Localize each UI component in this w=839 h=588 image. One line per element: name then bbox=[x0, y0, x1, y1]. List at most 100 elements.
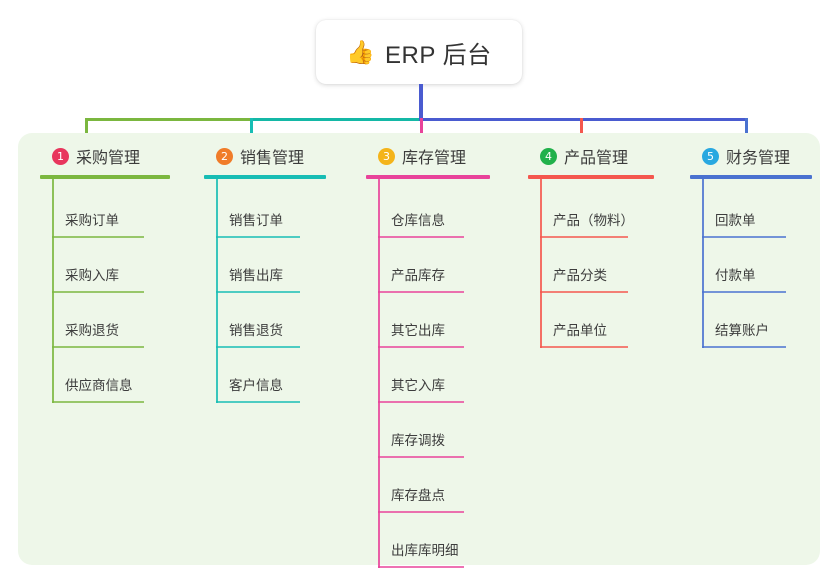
leaf-item[interactable]: 采购订单 bbox=[32, 183, 192, 238]
branch-badge-1: 1 bbox=[52, 147, 69, 165]
leaf-item[interactable]: 产品分类 bbox=[520, 238, 676, 293]
branch-items-1: 采购订单采购入库采购退货供应商信息 bbox=[32, 179, 192, 403]
leaf-item-label: 其它出库 bbox=[391, 323, 445, 338]
leaf-item[interactable]: 客户信息 bbox=[196, 348, 348, 403]
leaf-item-label: 库存盘点 bbox=[391, 488, 445, 503]
leaf-item-label: 产品库存 bbox=[391, 268, 445, 283]
leaf-item-rule bbox=[52, 401, 144, 403]
leaf-item-label: 结算账户 bbox=[715, 323, 769, 338]
branch-badge-4: 4 bbox=[540, 147, 557, 165]
leaf-item-label: 库存调拨 bbox=[391, 433, 445, 448]
leaf-item-label: 销售退货 bbox=[229, 323, 283, 338]
branch-rule-3 bbox=[366, 175, 490, 179]
leaf-item[interactable]: 供应商信息 bbox=[32, 348, 192, 403]
leaf-item-label: 出库库明细 bbox=[391, 543, 459, 558]
leaf-item-label: 客户信息 bbox=[229, 378, 283, 393]
leaf-item-label: 产品分类 bbox=[553, 268, 607, 283]
connector-bar-right bbox=[420, 118, 748, 121]
branch-column-4: 4 产品管理产品（物料） 产品分类产品单位 bbox=[520, 143, 676, 348]
leaf-item-rule bbox=[52, 346, 144, 348]
connector-bar-mid bbox=[250, 118, 423, 121]
leaf-item-rule bbox=[52, 236, 144, 238]
leaf-item-label: 采购退货 bbox=[65, 323, 119, 338]
branch-header-1[interactable]: 1 采购管理 bbox=[32, 143, 192, 169]
leaf-item-rule bbox=[216, 346, 300, 348]
leaf-item[interactable]: 库存调拨 bbox=[358, 403, 512, 458]
leaf-item-rule bbox=[378, 456, 464, 458]
connector-bar-left bbox=[85, 118, 253, 121]
leaf-item[interactable]: 付款单 bbox=[682, 238, 834, 293]
branch-items-2: 销售订单销售出库销售退货客户信息 bbox=[196, 179, 348, 403]
leaf-item-rule bbox=[378, 566, 464, 568]
branch-column-1: 1 采购管理采购订单采购入库采购退货供应商信息 bbox=[32, 143, 192, 403]
branch-badge-5: 5 bbox=[702, 147, 719, 165]
branch-items-3: 仓库信息产品库存其它出库其它入库库存调拨库存盘点出库库明细 bbox=[358, 179, 512, 568]
branch-title-3: 库存管理 bbox=[402, 150, 467, 167]
leaf-item[interactable]: 其它入库 bbox=[358, 348, 512, 403]
leaf-item-rule bbox=[540, 236, 628, 238]
branch-spine-5 bbox=[702, 179, 704, 348]
leaf-item-label: 销售出库 bbox=[229, 268, 283, 283]
leaf-item-label: 产品（物料） bbox=[553, 213, 634, 228]
branch-spine-3 bbox=[378, 179, 380, 568]
branch-rule-2 bbox=[204, 175, 326, 179]
branch-column-3: 3 库存管理仓库信息产品库存其它出库其它入库库存调拨库存盘点出库库明细 bbox=[358, 143, 512, 568]
leaf-item-rule bbox=[378, 346, 464, 348]
leaf-item-rule bbox=[52, 291, 144, 293]
branch-spine-1 bbox=[52, 179, 54, 403]
leaf-item-rule bbox=[702, 236, 786, 238]
leaf-item-label: 供应商信息 bbox=[65, 378, 133, 393]
branch-items-4: 产品（物料） 产品分类产品单位 bbox=[520, 179, 676, 348]
leaf-item-label: 采购入库 bbox=[65, 268, 119, 283]
branch-header-4[interactable]: 4 产品管理 bbox=[520, 143, 676, 169]
leaf-item[interactable]: 回款单 bbox=[682, 183, 834, 238]
branch-rule-4 bbox=[528, 175, 654, 179]
leaf-item[interactable]: 产品单位 bbox=[520, 293, 676, 348]
leaf-item-rule bbox=[216, 236, 300, 238]
leaf-item[interactable]: 销售出库 bbox=[196, 238, 348, 293]
leaf-item-label: 其它入库 bbox=[391, 378, 445, 393]
branch-title-5: 财务管理 bbox=[726, 150, 791, 167]
leaf-item[interactable]: 销售订单 bbox=[196, 183, 348, 238]
leaf-item[interactable]: 出库库明细 bbox=[358, 513, 512, 568]
leaf-item-rule bbox=[540, 346, 628, 348]
leaf-item-label: 付款单 bbox=[715, 268, 756, 283]
leaf-item[interactable]: 销售退货 bbox=[196, 293, 348, 348]
branch-header-2[interactable]: 2 销售管理 bbox=[196, 143, 348, 169]
branch-column-5: 5 财务管理回款单付款单结算账户 bbox=[682, 143, 834, 348]
leaf-item-rule bbox=[702, 346, 786, 348]
branch-header-3[interactable]: 3 库存管理 bbox=[358, 143, 512, 169]
leaf-item[interactable]: 产品库存 bbox=[358, 238, 512, 293]
branch-spine-4 bbox=[540, 179, 542, 348]
branch-title-2: 销售管理 bbox=[240, 150, 305, 167]
leaf-item[interactable]: 采购退货 bbox=[32, 293, 192, 348]
leaf-item-rule bbox=[378, 291, 464, 293]
connector-trunk bbox=[419, 84, 423, 121]
branch-rule-5 bbox=[690, 175, 812, 179]
branch-header-5[interactable]: 5 财务管理 bbox=[682, 143, 834, 169]
root-title: ERP 后台 bbox=[385, 41, 492, 69]
branches-panel bbox=[18, 133, 820, 565]
leaf-item-rule bbox=[216, 291, 300, 293]
branch-items-5: 回款单付款单结算账户 bbox=[682, 179, 834, 348]
leaf-item-rule bbox=[378, 401, 464, 403]
leaf-item-rule bbox=[378, 511, 464, 513]
leaf-item-label: 采购订单 bbox=[65, 213, 119, 228]
branch-spine-2 bbox=[216, 179, 218, 403]
leaf-item[interactable]: 采购入库 bbox=[32, 238, 192, 293]
leaf-item[interactable]: 仓库信息 bbox=[358, 183, 512, 238]
leaf-item[interactable]: 库存盘点 bbox=[358, 458, 512, 513]
branch-title-4: 产品管理 bbox=[564, 150, 629, 167]
root-node[interactable]: 👍 ERP 后台 bbox=[316, 20, 522, 84]
leaf-item[interactable]: 其它出库 bbox=[358, 293, 512, 348]
leaf-item[interactable]: 产品（物料） bbox=[520, 183, 676, 238]
leaf-item[interactable]: 结算账户 bbox=[682, 293, 834, 348]
branch-badge-3: 3 bbox=[378, 147, 395, 165]
branch-title-1: 采购管理 bbox=[76, 150, 141, 167]
leaf-item-rule bbox=[216, 401, 300, 403]
leaf-item-label: 回款单 bbox=[715, 213, 756, 228]
branch-badge-2: 2 bbox=[216, 147, 233, 165]
branch-rule-1 bbox=[40, 175, 170, 179]
leaf-item-label: 仓库信息 bbox=[391, 213, 445, 228]
